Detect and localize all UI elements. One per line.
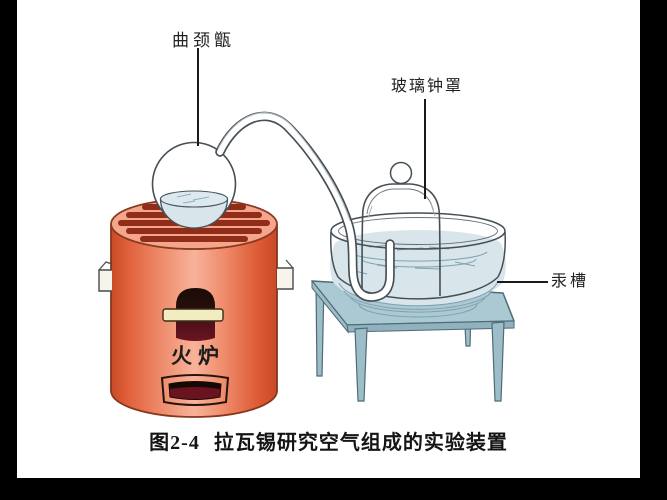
apparatus-diagram [98,48,548,418]
trough-rim-outer [330,212,506,250]
furnace-handle-right [277,259,294,290]
label-furnace: 火炉 [171,344,225,368]
figure-caption: 图2-4 拉瓦锡研究空气组成的实验装置 [17,426,640,455]
ash-opening [160,374,230,406]
bell-jar-knob [389,161,413,185]
trough-wall-left [330,231,339,278]
furnace-handle-left [98,261,113,292]
neck-bore [216,113,394,301]
neck-highlight [217,112,351,222]
retort-liquid-surface [159,190,229,208]
label-mercury-trough: 汞槽 [551,273,590,290]
trough-rim-inner [338,217,498,245]
retort-liquid-texture [176,193,210,204]
label-bell-jar: 玻璃钟罩 [391,78,464,95]
trough-wall-right [497,231,506,278]
bell-jar [361,161,441,299]
damper-bar [162,308,224,322]
caption-text: 拉瓦锡研究空气组成的实验装置 [213,432,508,454]
label-retort: 曲颈甑 [172,31,235,50]
bell-jar-highlights [367,203,436,219]
figure-canvas: 曲颈甑 玻璃钟罩 汞槽 火炉 图2-4 拉瓦锡研究空气组成的实验装置 [17,0,640,478]
table-leg-front-left [354,327,368,402]
bell-jar-inner-line [366,188,435,215]
retort-neck [215,111,395,302]
leader-lines [197,48,548,283]
table-leg-front-right [491,321,505,402]
retort [151,141,237,229]
caption-number: 图2-4 [149,432,200,454]
furnace [98,198,294,418]
table-left-edge [311,279,349,334]
